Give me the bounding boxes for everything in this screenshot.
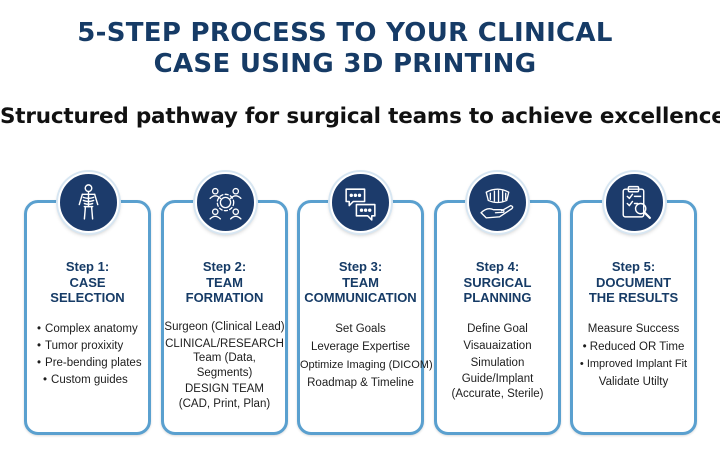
step-3-item: Optimize Imaging (DICOM) xyxy=(300,359,433,371)
clipboard-magnifier-icon xyxy=(604,172,665,233)
step-4-item: Guide/Implant (Accurate, Sterile) xyxy=(451,373,544,400)
step-1-item: Complex anatomy xyxy=(37,321,158,338)
step-card-3: Step 3: TEAM COMMUNICATION Set Goals Lev… xyxy=(297,200,433,435)
chat-bubbles-icon xyxy=(330,172,391,233)
step-card-5: Step 5: DOCUMENT THE RESULTS Measure Suc… xyxy=(570,200,697,435)
step-1-heading: Step 1: CASE SELECTION xyxy=(50,259,125,305)
step-4-item: Simulation xyxy=(470,357,525,369)
step-3-heading: Step 3: TEAM COMMUNICATION xyxy=(304,259,417,305)
step-card-1: Step 1: CASE SELECTION Complex anatomy T… xyxy=(24,200,151,435)
main-title: 5-STEP PROCESS TO YOUR CLINICAL CASE USI… xyxy=(0,18,690,80)
step-1-item: Tumor proxixity xyxy=(37,338,158,355)
step-card-4: Step 4: SURGICAL PLANNING Define Goal Vi… xyxy=(434,200,561,435)
main-title-line-2: CASE USING 3D PRINTING xyxy=(153,49,537,79)
human-skeleton-icon xyxy=(58,172,119,233)
step-5-item: • Improved Implant Fit xyxy=(579,358,688,370)
step-2-items: Surgeon (Clinical Lead) CLINICAL/RESEARC… xyxy=(164,320,285,411)
step-5-item: Validate Utilty xyxy=(598,375,669,388)
step-4-heading: Step 4: SURGICAL PLANNING xyxy=(463,259,532,305)
step-4-item: Visauaization xyxy=(463,340,532,352)
step-card-2: Step 2: TEAM FORMATION Surgeon (Clinical… xyxy=(161,200,288,435)
step-5-items: Measure Success • Reduced OR Time • Impr… xyxy=(573,321,694,391)
step-2-heading: Step 2: TEAM FORMATION xyxy=(185,259,264,305)
step-2-item: DESIGN TEAM (CAD, Print, Plan) xyxy=(178,383,271,410)
step-3-item: Set Goals xyxy=(335,323,386,335)
step-4-item: Define Goal xyxy=(467,323,528,335)
step-5-item: Measure Success xyxy=(587,323,680,335)
step-2-item: Surgeon (Clinical Lead) xyxy=(164,321,285,333)
step-5-item: • Reduced OR Time xyxy=(582,340,685,353)
step-3-items: Set Goals Leverage Expertise Optimize Im… xyxy=(300,320,433,392)
step-3-item: Leverage Expertise xyxy=(310,341,411,353)
subtitle: Structured pathway for surgical teams to… xyxy=(0,104,720,129)
main-title-line-1: 5-STEP PROCESS TO YOUR CLINICAL xyxy=(77,18,613,48)
step-3-item: Roadmap & Timeline xyxy=(307,377,414,389)
step-2-item: CLINICAL/RESEARCH Team (Data, Segments) xyxy=(165,337,284,379)
step-1-item: Pre-bending plates xyxy=(37,355,158,372)
step-5-heading: Step 5: DOCUMENT THE RESULTS xyxy=(588,259,679,305)
step-1-items: Complex anatomy Tumor proxixity Pre-bend… xyxy=(27,321,158,389)
step-1-item: Custom guides xyxy=(37,372,158,389)
team-gears-icon xyxy=(195,172,256,233)
hand-jaw-model-icon xyxy=(467,172,528,233)
step-4-items: Define Goal Visauaization Simulation Gui… xyxy=(437,321,558,402)
